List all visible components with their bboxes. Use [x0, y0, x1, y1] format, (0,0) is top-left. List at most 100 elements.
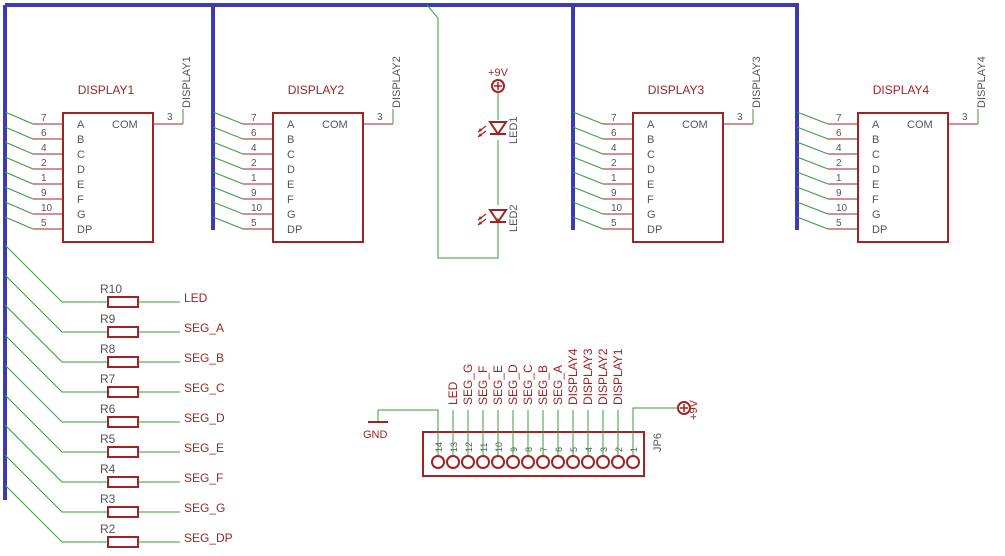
display-pin-number: 10 — [611, 203, 623, 214]
display-pin-number: 10 — [41, 203, 53, 214]
display-pin-segment: G — [77, 209, 86, 221]
display-pin-number: 5 — [836, 218, 842, 229]
resistor-name: R5 — [100, 432, 116, 446]
display-pin-segment: E — [77, 179, 84, 191]
connector-name: JP6 — [652, 433, 664, 452]
display-pin-number: 6 — [41, 128, 47, 139]
display-pin-segment: E — [287, 179, 294, 191]
display-pin-segment: G — [872, 209, 881, 221]
led-1: LED1 — [477, 116, 520, 144]
display-pin-segment: A — [287, 119, 295, 131]
display-pin-segment: A — [647, 119, 655, 131]
power-label: +9V — [688, 399, 700, 420]
display-pin-number: 10 — [836, 203, 848, 214]
connector-pin-1: 1 — [626, 447, 640, 469]
connector-pin-number: 5 — [569, 447, 579, 452]
display-pin-segment: D — [647, 164, 655, 176]
connector-pin-number: 4 — [584, 447, 594, 452]
connector-pin-number: 8 — [524, 447, 534, 452]
net-label: SEG_F — [184, 471, 223, 485]
connector-net-label: DISPLAY2 — [596, 348, 610, 405]
display-pin-number: 7 — [41, 113, 47, 124]
display-pin-segment: C — [647, 149, 655, 161]
connector-pin-number: 14 — [434, 442, 444, 452]
display-pin-number: 9 — [836, 188, 842, 199]
led-label: LED2 — [508, 204, 520, 232]
display-pin-number: 1 — [836, 173, 842, 184]
display-pin-number: 2 — [41, 158, 47, 169]
connector-pin-number: 11 — [479, 443, 489, 452]
display-value: DISPLAY1 — [181, 56, 193, 108]
display-value: DISPLAY3 — [751, 56, 763, 108]
connector-net-label: SEG_E — [491, 365, 505, 405]
display-name: DISPLAY3 — [648, 83, 705, 97]
display-pin-number: 1 — [41, 173, 47, 184]
connector-net-label: SEG_D — [506, 364, 520, 405]
connector-net-label: LED — [446, 381, 460, 405]
led-label: LED1 — [508, 116, 520, 144]
display-pin-number: 2 — [251, 158, 257, 169]
com-pin-number: 3 — [737, 112, 743, 123]
net-label: SEG_D — [184, 411, 225, 425]
display-pin-segment: D — [872, 164, 880, 176]
display-pin-segment: F — [647, 194, 654, 206]
power-label: +9V — [488, 67, 509, 79]
display-pin-segment: B — [77, 134, 84, 146]
display-pin-number: 6 — [836, 128, 842, 139]
connector-pin-number: 7 — [539, 447, 549, 452]
connector-net-label: SEG_C — [521, 364, 535, 405]
connector-body — [422, 431, 645, 477]
connector-pin-9: 9 SEG_D — [506, 364, 520, 469]
resistor-name: R10 — [100, 282, 122, 296]
resistor-bank: R10LEDR9SEG_AR8SEG_BR7SEG_CR6SEG_DR5SEG_… — [4, 244, 233, 548]
connector-net-label: SEG_G — [461, 364, 475, 405]
display-name: DISPLAY4 — [873, 83, 930, 97]
display-pin-segment: C — [77, 149, 85, 161]
display-pin-number: 10 — [251, 203, 263, 214]
connector-net-label: SEG_A — [551, 365, 565, 405]
display-pin-segment: B — [647, 134, 654, 146]
display-pin-number: 1 — [251, 173, 257, 184]
display-pin-number: 5 — [251, 218, 257, 229]
net-label: SEG_G — [184, 501, 225, 515]
connector-pin-number: 9 — [509, 447, 519, 452]
connector-net-label: DISPLAY4 — [566, 348, 580, 405]
display-pin-segment: D — [77, 164, 85, 176]
display-body — [62, 112, 154, 243]
connector-pin-8: 8 SEG_C — [521, 364, 535, 469]
display-pin-segment: C — [872, 149, 880, 161]
led-2: LED2 — [477, 204, 520, 232]
connector-pin-number: 3 — [599, 447, 609, 452]
resistor-name: R3 — [100, 492, 116, 506]
com-pin-number: 3 — [377, 112, 383, 123]
display-pin-segment: G — [647, 209, 656, 221]
display-pin-segment: DP — [872, 224, 887, 236]
connector-pin-14: 14 — [431, 442, 445, 469]
display-pin-number: 6 — [611, 128, 617, 139]
net-label: LED — [184, 291, 208, 305]
display-pin-segment: A — [77, 119, 85, 131]
display-pin-number: 7 — [611, 113, 617, 124]
display-pin-number: 4 — [611, 143, 617, 154]
resistor-name: R8 — [100, 342, 116, 356]
connector-pin-number: 13 — [449, 442, 459, 452]
connector-pin-number: 10 — [494, 442, 504, 452]
display-body — [857, 112, 949, 243]
com-pin-number: 3 — [962, 112, 968, 123]
power-symbol: +9V — [488, 67, 509, 93]
